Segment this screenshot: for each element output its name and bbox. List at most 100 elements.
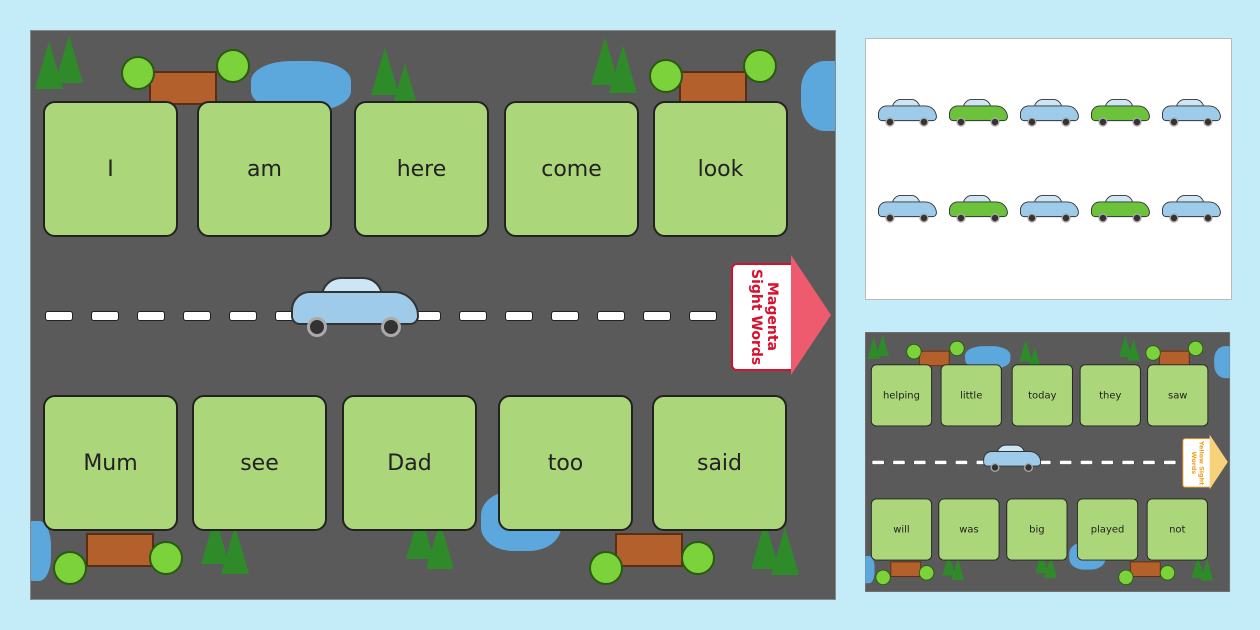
wheel-icon [1169,213,1179,223]
word-card: see [192,395,327,531]
road-dash [689,311,717,321]
car-body [1091,105,1150,122]
car-body [1091,201,1150,218]
car-body [949,105,1008,122]
word-card: come [504,101,639,237]
sight-words-sign: Magenta Sight Words [731,255,831,375]
word-card: here [354,101,489,237]
house-icon [149,71,217,105]
bush-icon [589,551,623,585]
road-dash [1080,460,1093,465]
car-token [1091,99,1150,127]
bush-icon [149,541,183,575]
tree-icon [55,35,83,83]
road-dash [871,460,885,465]
wheel-icon [1027,213,1037,223]
car-tokens-panel [865,38,1232,300]
car-token [949,99,1008,127]
car-body [949,201,1008,218]
tree-icon [1028,347,1042,369]
wheel-icon [1023,462,1034,473]
wheel-icon [307,317,327,337]
bush-icon [1145,345,1161,361]
bush-icon [681,541,715,575]
road-dash [1163,460,1177,465]
road-dash [45,311,73,321]
car-token [1091,195,1150,223]
wheel-icon [990,213,1000,223]
wheel-icon [990,462,1000,473]
car-body [983,451,1042,467]
wheel-icon [1203,213,1213,223]
wheel-icon [1203,117,1213,127]
road-dash [1059,460,1072,465]
word-card: played [1076,498,1139,561]
pond [865,555,875,584]
road-dash [1142,460,1156,465]
wheel-icon [1098,213,1108,223]
wheel-icon [1169,117,1179,127]
wheel-icon [1061,117,1071,127]
bush-icon [918,565,935,581]
car-token [291,277,419,337]
tree-icon [876,334,890,357]
car-token [1162,99,1221,127]
word-card: Mum [43,395,178,531]
word-card: big [1006,498,1068,561]
wheel-icon [1098,117,1108,127]
tree-icon [1044,555,1058,578]
road-dash [643,311,671,321]
car-token [1020,195,1079,223]
word-card: not [1146,498,1208,561]
car-token [878,195,937,223]
road-dash [955,460,968,465]
word-card: will [870,498,933,561]
word-card: they [1079,364,1141,427]
bush-icon [1159,565,1176,581]
bush-icon [906,343,922,360]
wheel-icon [381,317,401,337]
car-token [1020,99,1079,127]
sign-label-box: Magenta Sight Words [731,263,797,371]
word-card: I [43,101,178,237]
house-icon [1129,561,1161,577]
road-dash [913,460,927,465]
pond [1214,346,1230,379]
word-card: helping [870,364,933,427]
road-dash [459,311,487,321]
house-icon [679,71,747,105]
road-dash [505,311,533,321]
tree-icon [771,527,799,575]
pond [801,61,835,131]
wheel-icon [956,117,966,127]
road-dash [1100,460,1114,465]
word-card: am [197,101,332,237]
road-dash [229,311,257,321]
tree-icon [1127,338,1140,361]
word-card: was [938,498,1000,561]
bush-icon [949,340,965,357]
tree-icon [951,558,965,581]
sight-words-sign: Yellow Sight Words [1182,434,1228,490]
bush-icon [1118,569,1134,586]
bush-icon [1187,340,1204,357]
car-body [1020,201,1079,218]
bush-icon [216,49,250,83]
sign-label: Magenta Sight Words [748,268,781,366]
car-body [1162,105,1221,122]
tree-icon [221,526,249,574]
arrow-icon [1209,434,1228,490]
car-body [1020,105,1079,122]
car-body [1162,201,1221,218]
tree-icon [609,45,637,93]
word-card: saw [1147,364,1209,427]
road-dash [892,460,906,465]
wheel-icon [1132,117,1142,127]
road-dash [597,311,625,321]
word-card: said [652,395,787,531]
wheel-icon [885,117,895,127]
road-dash [551,311,579,321]
car-token [949,195,1008,223]
